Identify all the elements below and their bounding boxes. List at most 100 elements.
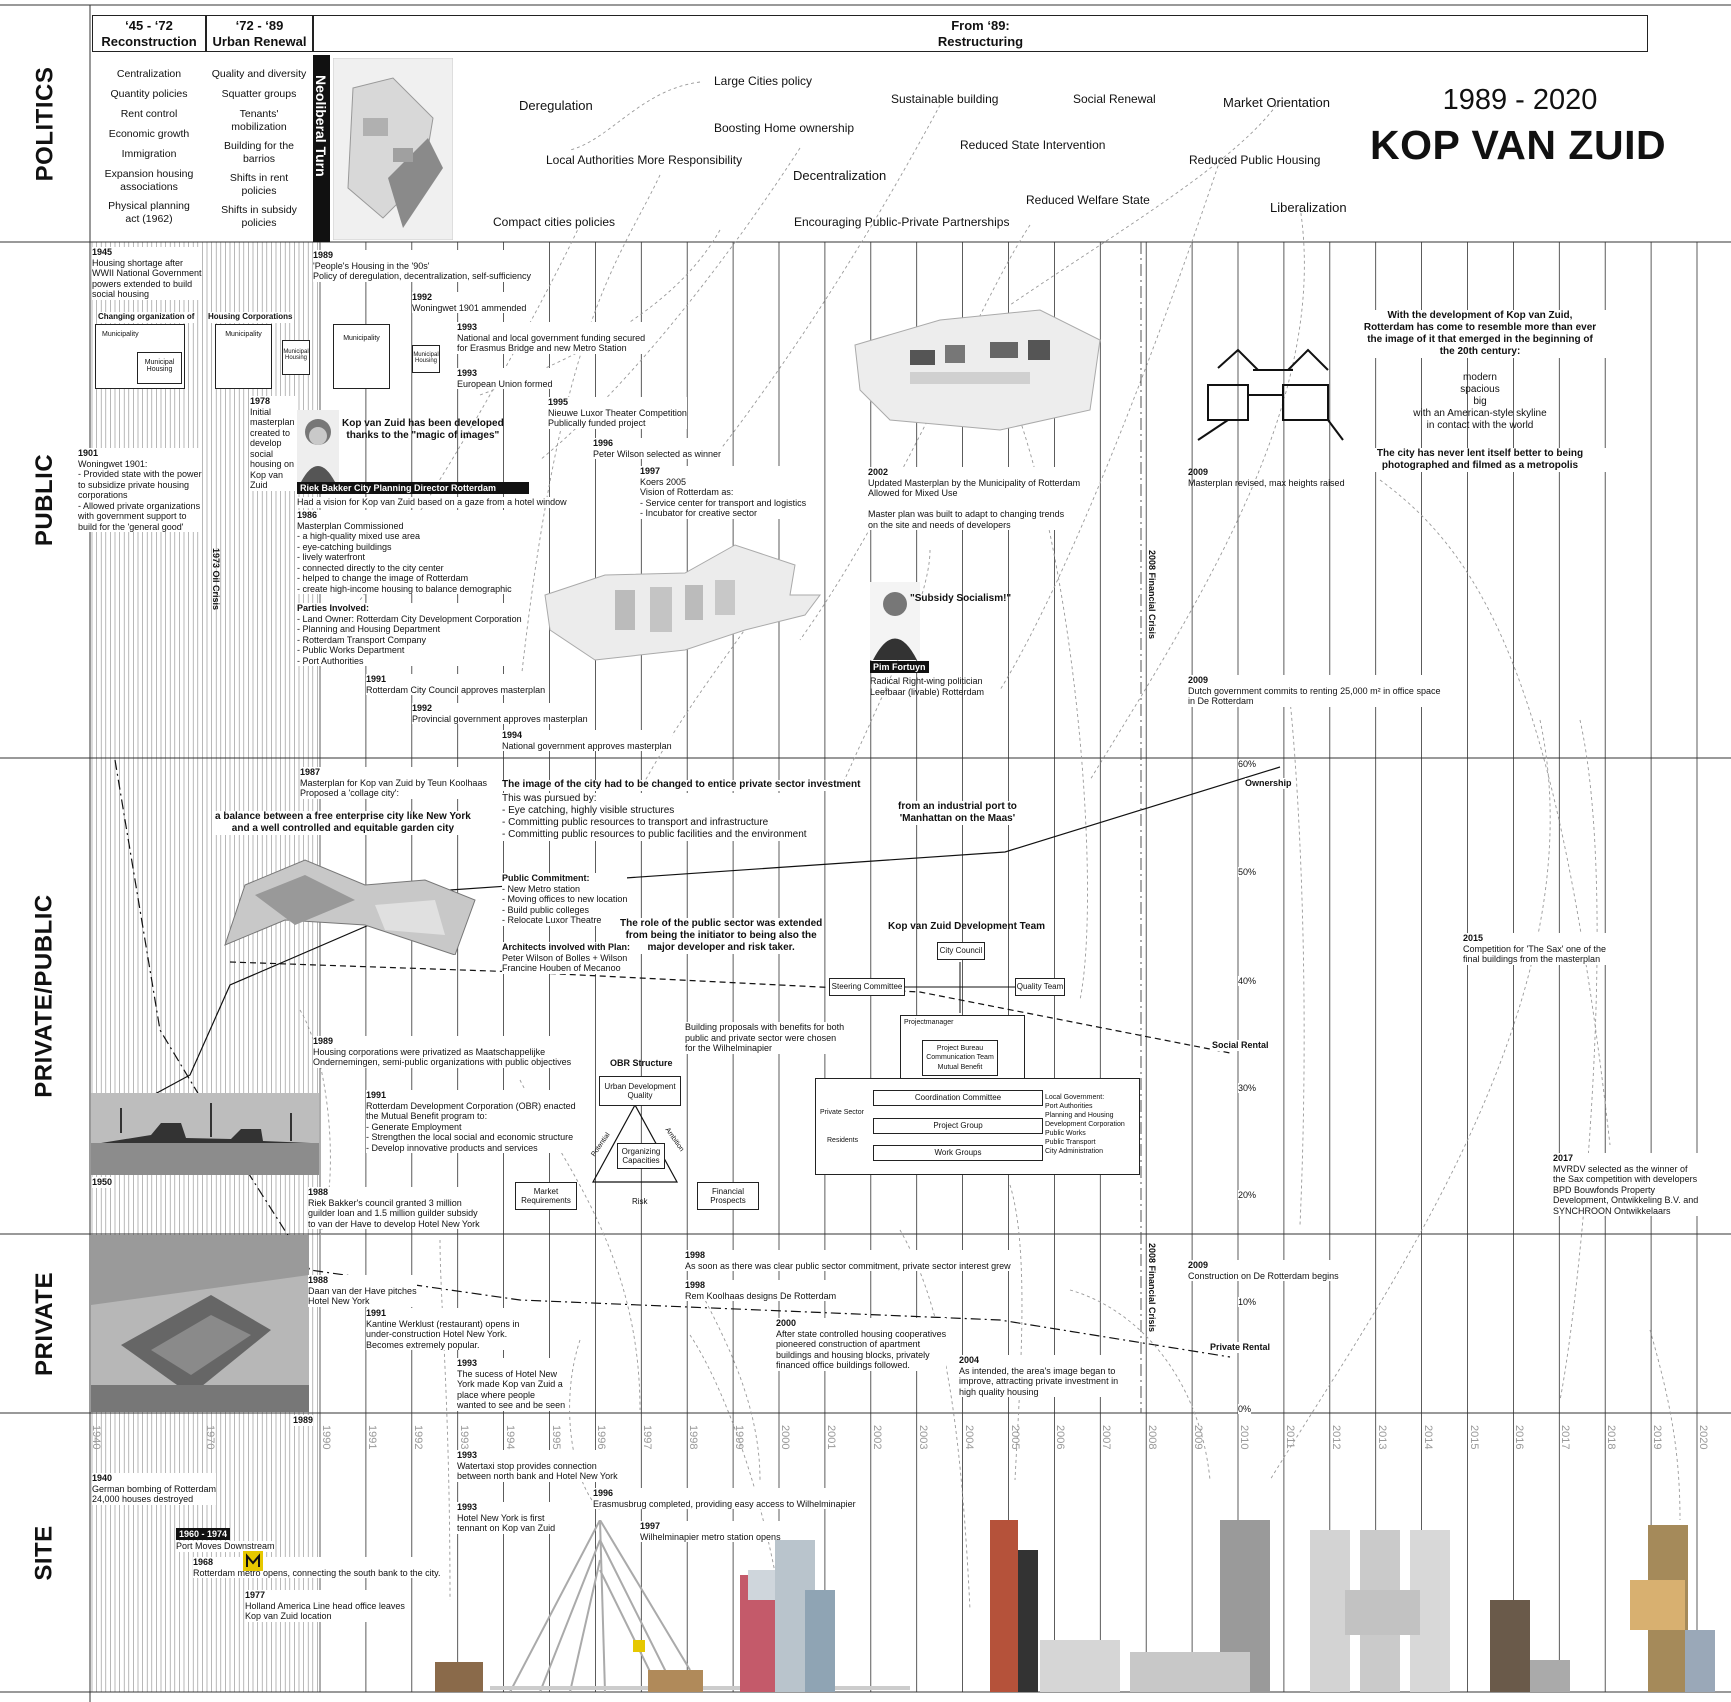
year-tick: 1992: [411, 1425, 424, 1450]
image-city-title: The image of the city had to be changed …: [502, 779, 861, 791]
oil-crisis-label: 1973 Oil Crisis: [211, 548, 221, 611]
metro-icon: [243, 1551, 263, 1571]
title-years: 1989 - 2020: [1442, 84, 1598, 116]
team-project-group: Project Group: [873, 1118, 1043, 1134]
balance-quote: a balance between a free enterprise city…: [215, 811, 471, 835]
metro-station-sign: [633, 1640, 645, 1652]
year-tick: 2004: [962, 1425, 975, 1450]
year-tick: 1940: [90, 1425, 102, 1450]
year-tick: 1990: [320, 1425, 332, 1450]
event-1989-public: 1989'People's Housing in the '90s' Polic…: [313, 250, 531, 282]
riek-bakker-caption: Riek Bakker City Planning Director Rotte…: [297, 482, 529, 494]
year-tick: 1993: [457, 1425, 470, 1450]
politics-col-reconstruction: Centralization Quantity policies Rent co…: [92, 68, 206, 232]
hotel-new-york: [435, 1662, 483, 1692]
politics-item: Quantity policies: [110, 88, 188, 100]
year-1989-site: 1989: [293, 1415, 314, 1426]
team-steering: Steering Committee: [829, 978, 905, 996]
row-label-private: PRIVATE: [31, 1271, 59, 1376]
year-tick: 2014: [1421, 1425, 1434, 1450]
harbor-1950-photo: [91, 1093, 319, 1175]
year-tick: 1970: [204, 1425, 216, 1450]
changing-org-label: Changing organization of: [98, 312, 195, 323]
policy-term: Local Authorities More Responsibility: [546, 153, 743, 167]
year-tick: 2013: [1375, 1425, 1388, 1450]
year-tick: 2010: [1238, 1425, 1250, 1450]
riek-bakker-vision: Had a vision for Kop van Zuid based on a…: [297, 497, 567, 508]
image-city-text: This was pursued by: - Eye catching, hig…: [502, 793, 807, 841]
quote-metropolis: The city has never lent itself better to…: [1350, 448, 1610, 472]
event-1960-text: Port Moves Downstream: [176, 1541, 275, 1552]
quote-list: modern spacious big with an American-sty…: [1413, 372, 1547, 431]
team-residents: Residents: [827, 1137, 859, 1144]
skyline-buildings: [435, 1520, 1715, 1692]
year-1950: 1950: [92, 1177, 113, 1188]
team-bureau: Project Bureau Communication Team Mutual…: [922, 1040, 998, 1076]
building-proposals: Building proposals with benefits for bot…: [685, 1022, 845, 1054]
riek-bakker-photo: [297, 410, 339, 482]
policy-term: Liberalization: [1270, 200, 1347, 215]
year-tick: 1995: [549, 1425, 562, 1450]
policy-term: Decentralization: [793, 168, 887, 183]
public-role-quote: The role of the public sector was extend…: [620, 918, 823, 954]
policy-term: Social Renewal: [1073, 92, 1156, 106]
policy-term: Reduced Welfare State: [1026, 193, 1150, 207]
the-sax: [1630, 1525, 1715, 1692]
politics-item: Quality and diversity: [211, 68, 307, 80]
collage-image: [333, 58, 453, 240]
year-tick: 1998: [687, 1425, 700, 1450]
pct-label: 60%: [1238, 759, 1257, 769]
crisis-label-public: 2008 Financial Crisis: [1147, 550, 1157, 640]
housing-corps-label: Housing Corporations: [208, 312, 293, 323]
pim-fortuyn-photo: [870, 582, 920, 660]
tower-2005: [990, 1520, 1018, 1692]
public-commitment: Public Commitment:- New Metro station - …: [502, 873, 628, 926]
private-rental-line: [114, 759, 1231, 1358]
team-work-groups: Work Groups: [873, 1145, 1043, 1161]
quote-resemble: With the development of Kop van Zuid, Ro…: [1350, 310, 1610, 358]
pct-label: 10%: [1238, 1297, 1257, 1307]
collage-city-model: [224, 859, 476, 955]
event-1960-label: 1960 - 1974: [176, 1528, 231, 1540]
social-rental-label: Social Rental: [1212, 1040, 1269, 1051]
org-box-municipal-housing-2: Municipal Housing: [282, 340, 310, 375]
year-tick: 1991: [365, 1425, 378, 1450]
neoliberal-band: [313, 55, 330, 242]
year-tick: 2012: [1329, 1425, 1342, 1450]
row-label-public: PUBLIC: [31, 453, 58, 547]
politics-item: Squatter groups: [221, 88, 297, 100]
policy-term: Market Orientation: [1223, 95, 1330, 110]
policy-term: Sustainable building: [891, 92, 999, 106]
pct-label: 40%: [1238, 976, 1257, 986]
policy-term: Reduced Public Housing: [1189, 153, 1321, 167]
politics-item: Shifts in subsidy policies: [221, 204, 297, 229]
magic-of-images-quote: Kop van Zuid has been developed thanks t…: [342, 418, 504, 441]
pim-fortuyn-caption: Pim Fortuyn: [870, 661, 929, 673]
subsidy-socialism-quote: "Subsidy Socialism!": [910, 593, 1012, 604]
team-city-council: City Council: [937, 942, 985, 960]
ownership-label: Ownership: [1245, 778, 1292, 789]
private-rental-label: Private Rental: [1210, 1342, 1271, 1353]
obr-financial: Financial Prospects: [697, 1182, 759, 1210]
year-tick: 2020: [1697, 1425, 1709, 1450]
politics-item: Building for the barrios: [223, 140, 295, 165]
policy-term: Reduced State Intervention: [960, 138, 1106, 152]
